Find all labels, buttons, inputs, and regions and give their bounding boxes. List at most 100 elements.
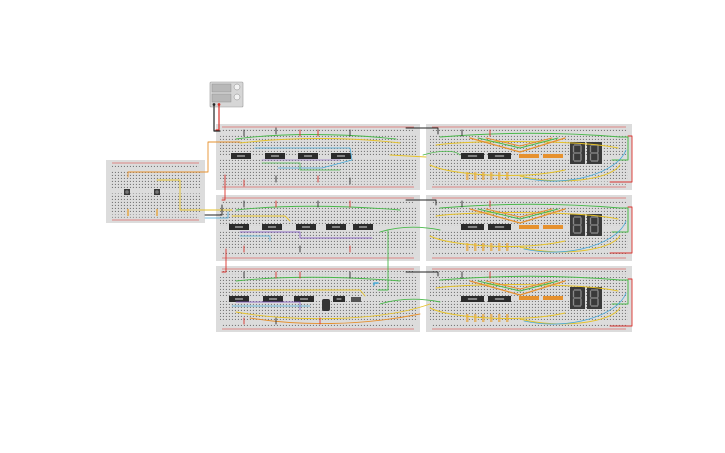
ic-chip-marking [302, 226, 310, 228]
resistor-icon [490, 243, 493, 251]
resistor-icon [474, 243, 477, 251]
ic-chip [488, 153, 511, 159]
wire [249, 313, 421, 325]
resistor-icon [506, 314, 509, 322]
wire [377, 230, 389, 291]
wire [254, 147, 353, 169]
resistor-icon [498, 243, 501, 251]
wire [213, 103, 221, 132]
wire [609, 135, 633, 183]
resistor-network-icon [543, 154, 563, 158]
ic-chip-marking [494, 155, 505, 157]
ic-chip-marking [235, 298, 243, 300]
wire [239, 235, 271, 242]
rail-holes [432, 271, 626, 275]
ic-chip [229, 224, 249, 230]
resistor-network-icon [519, 154, 539, 158]
power-supply-display [211, 93, 232, 103]
rail-holes [222, 252, 414, 256]
ic-chip [296, 224, 316, 230]
wire [439, 132, 629, 161]
wire [485, 208, 553, 218]
wire [204, 211, 229, 219]
ic-chip-marking [494, 226, 505, 228]
resistor-icon [506, 172, 509, 180]
bb-small[interactable] [106, 160, 205, 223]
ic-chip-marking [300, 298, 308, 300]
ic-chip-marking [467, 298, 478, 300]
seven-segment-display [570, 214, 602, 236]
wire [231, 215, 291, 222]
push-button-2[interactable] [154, 189, 160, 195]
resistor-icon [156, 209, 158, 216]
ic-chip-marking [494, 298, 505, 300]
terminal-strip-bottom [220, 301, 416, 321]
wire [519, 307, 621, 325]
wire [261, 162, 341, 171]
ic-chip [326, 224, 346, 230]
ic-chip [461, 224, 484, 230]
wire [379, 226, 441, 233]
resistor-network-icon [543, 296, 563, 300]
resistor-network-icon [543, 225, 563, 229]
ic-chip [229, 296, 249, 302]
wire [204, 204, 223, 216]
wire [429, 307, 566, 319]
wire [439, 203, 629, 233]
wire [485, 280, 553, 290]
resistor-icon [482, 172, 485, 180]
resistor-icon [482, 243, 485, 251]
resistor-icon [490, 172, 493, 180]
resistor-icon [466, 243, 469, 251]
ic-chip-marking [467, 155, 478, 157]
ic-chip [488, 296, 511, 302]
wire [373, 282, 379, 286]
ic-chip [461, 296, 484, 302]
crystal-icon [351, 297, 361, 302]
rail-holes [222, 181, 414, 185]
knob-icon[interactable] [233, 93, 241, 101]
ic-chip [231, 153, 251, 159]
wire [477, 280, 559, 292]
ic-chip [488, 224, 511, 230]
ic-chip-marking [359, 226, 367, 228]
wire [221, 174, 226, 201]
power-supply[interactable] [209, 81, 244, 108]
wire [519, 235, 621, 253]
wire [477, 208, 559, 220]
resistor-network-icon [519, 296, 539, 300]
wire [469, 137, 566, 153]
wire [523, 149, 627, 182]
rail-holes [222, 323, 414, 327]
terminal-strip-bottom [110, 193, 201, 212]
ic-chip [265, 153, 285, 159]
resistor-network-icon [519, 225, 539, 229]
wire [422, 150, 461, 156]
ic-chip-marking [237, 155, 245, 157]
wire [439, 275, 629, 305]
wire [231, 289, 366, 297]
wire [469, 208, 566, 224]
wire [127, 141, 241, 178]
terminal-strip-bottom [220, 230, 416, 250]
wire [429, 164, 566, 176]
bb-r3-left[interactable] [216, 266, 420, 332]
wire [435, 212, 619, 220]
ic-chip-marking [268, 226, 276, 228]
wire [235, 276, 401, 282]
ic-chip [262, 224, 282, 230]
push-button-1[interactable] [124, 189, 130, 195]
wire [429, 235, 566, 247]
rail-holes [432, 200, 626, 204]
ic-chip-marking [271, 155, 279, 157]
knob-icon[interactable] [233, 83, 241, 91]
wire [519, 164, 621, 182]
rail-holes [432, 181, 626, 185]
terminal-strip-top [220, 206, 416, 226]
rail-holes [222, 271, 414, 275]
ic-chip-marking [235, 226, 243, 228]
rail-holes [432, 129, 626, 133]
ic-chip-marking [337, 155, 345, 157]
rail-holes [432, 252, 626, 256]
